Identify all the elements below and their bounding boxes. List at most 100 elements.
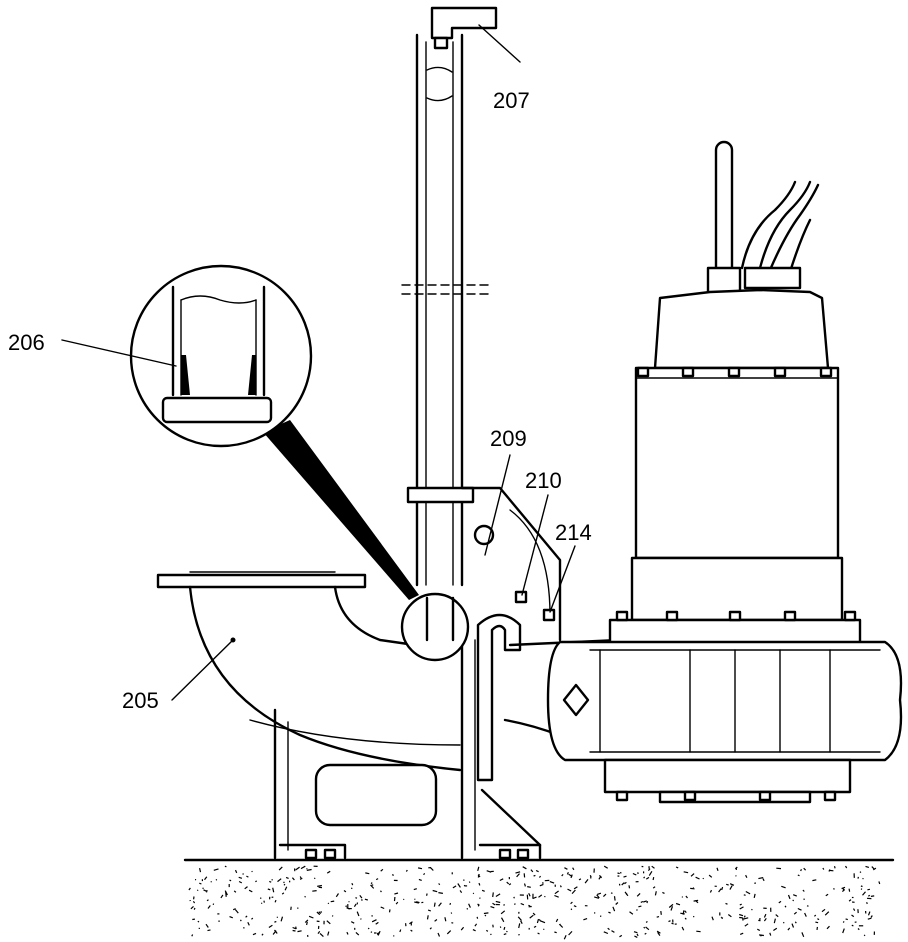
leader-dot-205: [230, 637, 236, 643]
pump-bolt: [843, 610, 857, 622]
gravel-speck: [196, 889, 199, 892]
gravel-speck: [367, 927, 370, 930]
gravel-speck: [559, 924, 564, 928]
gravel-speck: [215, 878, 218, 881]
gravel-speck: [878, 881, 881, 885]
gravel-speck: [567, 888, 572, 892]
gravel-speck: [229, 916, 234, 919]
gravel-speck: [376, 932, 380, 935]
gravel-speck: [826, 925, 830, 930]
gravel-speck: [520, 920, 523, 924]
gravel-speck: [247, 921, 250, 926]
claw-edge: [509, 509, 551, 616]
gravel-speck: [503, 933, 507, 936]
gravel-speck: [477, 866, 480, 872]
gravel-speck: [229, 879, 232, 882]
gravel-speck: [711, 916, 714, 921]
gravel-speck: [870, 895, 875, 897]
gravel-speck: [476, 916, 479, 919]
gravel-speck: [716, 867, 719, 871]
gravel-speck: [503, 926, 506, 930]
gravel-speck: [594, 896, 600, 899]
gravel-speck: [675, 902, 681, 906]
gravel-speck: [812, 879, 817, 882]
gravel-speck: [745, 874, 748, 878]
gravel-speck: [623, 875, 627, 878]
gravel-speck: [538, 875, 542, 878]
gravel-speck: [568, 873, 573, 878]
gravel-speck: [274, 920, 277, 923]
pump-bolt: [681, 366, 695, 378]
gravel-speck: [636, 909, 638, 911]
gravel-speck: [207, 929, 211, 932]
gravel-speck: [423, 872, 426, 876]
gravel-speck: [281, 892, 285, 895]
gravel-speck: [794, 921, 797, 924]
gravel-speck: [276, 916, 279, 919]
gravel-speck: [863, 934, 866, 937]
gravel-speck: [554, 890, 559, 895]
gravel-speck: [848, 899, 852, 902]
gravel-speck: [797, 907, 802, 911]
gravel-speck: [867, 917, 872, 920]
gravel-speck: [833, 887, 835, 890]
gravel-speck: [233, 890, 237, 893]
bend-inner-curve: [333, 585, 417, 647]
gravel-speck: [523, 883, 526, 887]
gravel-speck: [350, 921, 355, 924]
gravel-speck: [317, 930, 321, 934]
gravel-speck: [300, 865, 306, 870]
gravel-speck: [503, 904, 506, 906]
gravel-speck: [316, 911, 321, 916]
gravel-speck: [833, 866, 836, 869]
anchor-bolt-2: [323, 848, 337, 860]
gravel-speck: [702, 877, 705, 880]
gravel-speck: [739, 906, 744, 910]
gravel-speck: [500, 917, 505, 923]
gravel-speck: [589, 874, 592, 878]
gravel-speck: [308, 915, 314, 919]
motor-lower-section: [630, 556, 844, 622]
gravel-speck: [558, 923, 561, 926]
gravel-speck: [350, 887, 353, 890]
leader-lines: [61, 24, 576, 701]
gravel-speck: [852, 908, 856, 911]
gravel-speck: [670, 906, 674, 911]
gravel-speck: [205, 889, 208, 893]
gravel-speck: [684, 910, 687, 913]
gravel-speck: [583, 918, 588, 921]
gravel-speck: [364, 898, 368, 901]
gravel-speck: [399, 929, 402, 933]
gravel-speck: [520, 902, 525, 906]
gravel-speck: [413, 888, 417, 891]
gravel-speck: [327, 931, 330, 936]
gravel-speck: [533, 925, 537, 928]
pipe-break-top: [426, 66, 453, 73]
gravel-speck: [232, 908, 236, 911]
gravel-speck: [657, 931, 661, 936]
gravel-speck: [725, 902, 728, 905]
gravel-speck: [638, 905, 642, 908]
bend-outer-curve: [188, 585, 462, 772]
gravel-speck: [500, 910, 506, 915]
gravel-speck: [596, 894, 600, 899]
detail-magnifier: [129, 264, 470, 662]
gravel-speck: [645, 926, 650, 931]
motor-top-cover: [653, 288, 830, 370]
gravel-speck: [555, 918, 559, 923]
gravel-speck: [871, 866, 875, 870]
gravel-speck: [492, 892, 494, 898]
gravel-speck: [870, 915, 873, 918]
pipe-length-break: [401, 284, 489, 295]
gravel-speck: [538, 894, 543, 898]
gravel-speck: [242, 873, 244, 875]
pump-base-plate: [658, 790, 812, 804]
callout-210: 210: [525, 468, 562, 493]
gravel-speck: [821, 908, 826, 913]
gravel-speck: [490, 906, 495, 909]
gravel-speck: [825, 893, 829, 897]
gravel-speck: [192, 900, 196, 904]
gravel-speck: [801, 932, 805, 938]
